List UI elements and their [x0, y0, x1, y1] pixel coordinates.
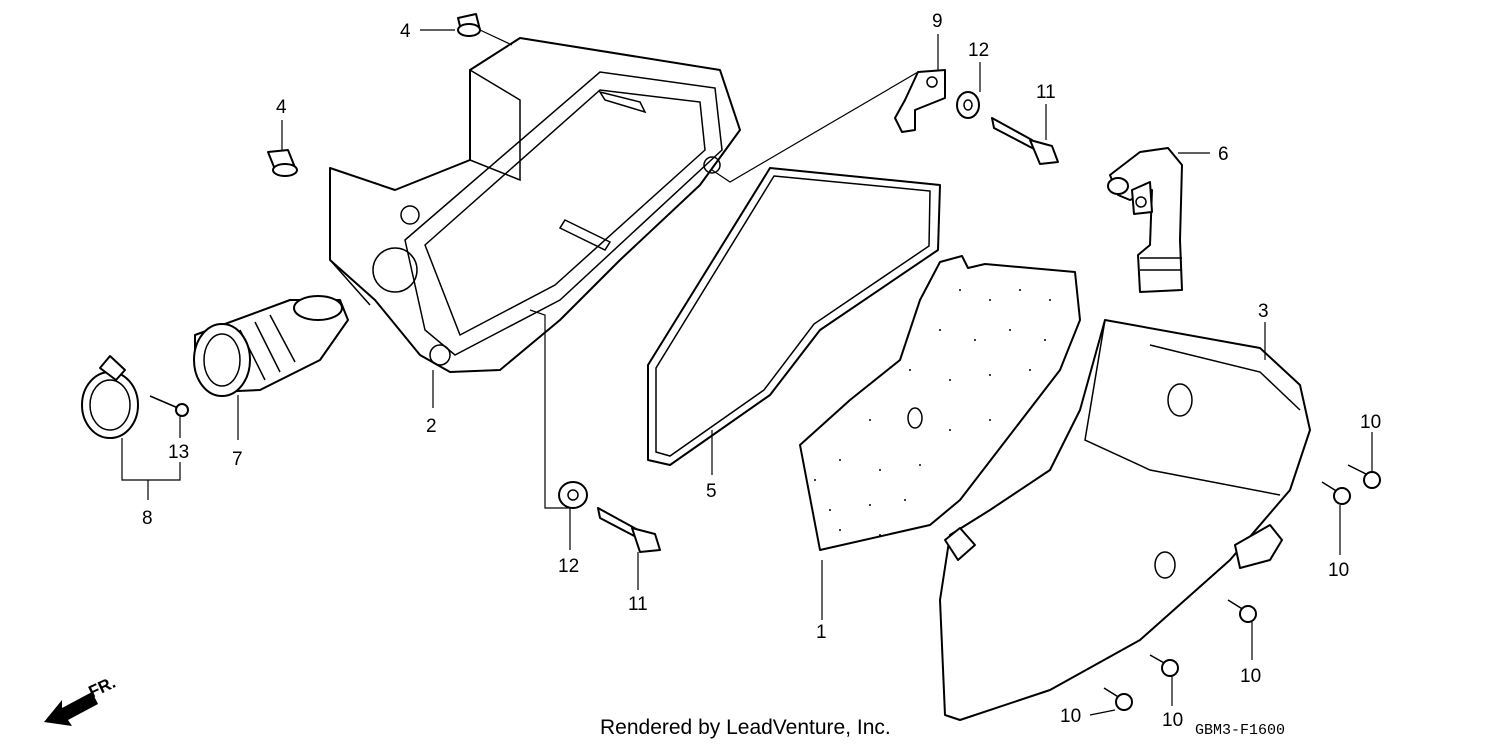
- air-cleaner-cover: [939, 319, 1311, 721]
- callout-6: 6: [1218, 144, 1229, 165]
- render-credit: Rendered by LeadVenture, Inc.: [600, 716, 891, 739]
- stay-bracket: [894, 69, 946, 133]
- callout-7: 7: [232, 449, 243, 470]
- callout-10-a: 10: [1360, 412, 1381, 433]
- callout-12-upper: 12: [968, 40, 989, 61]
- callout-5: 5: [706, 481, 717, 502]
- grommet-upper: [457, 13, 481, 37]
- band-screw: [149, 395, 189, 417]
- callout-labels: 4 4 2 7 13 8 9 12 11 6 5 12 11 1 3 10 10…: [142, 11, 1381, 731]
- callout-12-lower: 12: [558, 556, 579, 577]
- washer-lower: [558, 481, 588, 509]
- cover-screw-e: [1103, 687, 1133, 711]
- callout-10-b: 10: [1328, 560, 1349, 581]
- callout-2: 2: [426, 416, 437, 437]
- element-texture: [814, 289, 1051, 536]
- case-seal: [647, 167, 941, 466]
- air-cleaner-element: [799, 255, 1081, 551]
- callout-13: 13: [168, 442, 189, 463]
- breather-tube: [1107, 147, 1183, 293]
- bolt-upper: [991, 117, 1059, 165]
- callout-11-lower: 11: [628, 594, 648, 615]
- air-cleaner-case: [329, 37, 741, 373]
- leader-lines: [121, 29, 1373, 716]
- cover-screw-d: [1149, 654, 1179, 677]
- callout-10-e: 10: [1060, 706, 1081, 727]
- callout-1: 1: [816, 622, 827, 643]
- connecting-tube: [193, 295, 349, 397]
- cover-screw-b: [1321, 481, 1351, 505]
- callout-11-upper: 11: [1036, 82, 1056, 103]
- front-direction-indicator: FR.: [44, 673, 119, 726]
- callout-9: 9: [932, 11, 943, 32]
- washer-upper: [956, 91, 980, 119]
- cover-screw-c: [1227, 599, 1257, 623]
- tube-band: [81, 355, 139, 439]
- front-arrow-icon: [44, 692, 98, 726]
- grommet-left: [267, 149, 298, 177]
- callout-10-d: 10: [1162, 710, 1183, 731]
- callout-8: 8: [142, 508, 153, 529]
- callout-4-upper: 4: [400, 21, 411, 42]
- diagram-code: GBM3-F1600: [1195, 722, 1286, 739]
- callout-10-c: 10: [1240, 666, 1261, 687]
- bolt-lower: [597, 507, 661, 553]
- cover-screw-a: [1347, 464, 1381, 489]
- callout-4-left: 4: [276, 97, 287, 118]
- callout-3: 3: [1258, 301, 1269, 322]
